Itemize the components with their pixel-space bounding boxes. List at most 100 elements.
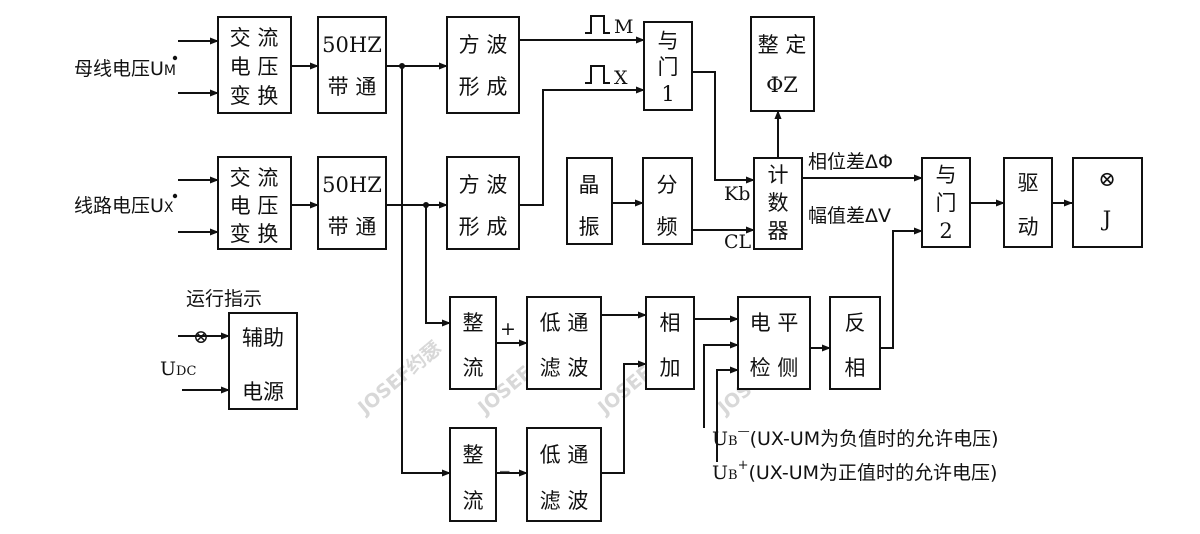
block-text: 相 xyxy=(845,356,866,380)
block-relay: ⊗ J xyxy=(1072,157,1143,248)
block-text: 变 换 xyxy=(230,84,279,108)
block-text: 门 xyxy=(936,191,957,215)
block-text: 整 xyxy=(463,443,484,467)
block-lowpass-pos: 低 通 滤 波 xyxy=(526,296,602,390)
block-text: 方 波 xyxy=(459,173,508,197)
block-text: ΦZ xyxy=(766,73,798,97)
pulse-m-icon xyxy=(585,15,610,34)
plus-sign: + xyxy=(500,318,516,340)
indicator-lamp-icon: ⊗ xyxy=(193,326,209,348)
block-text: 交 流 xyxy=(230,26,279,50)
block-text: 滤 波 xyxy=(540,489,589,513)
block-text: 低 通 xyxy=(540,443,589,467)
wire-ub-plus xyxy=(716,366,739,462)
block-lowpass-neg: 低 通 滤 波 xyxy=(526,427,602,522)
block-aux-power: 辅助 电源 xyxy=(228,312,298,410)
junction-dot xyxy=(423,202,429,208)
block-bandpass-bus: 50HZ 带 通 xyxy=(317,16,387,114)
block-text: 门 xyxy=(658,55,679,79)
phase-diff-label: 相位差ΔΦ xyxy=(808,151,893,173)
block-crystal: 晶 振 xyxy=(566,157,613,245)
wire-ub-minus xyxy=(703,341,739,428)
block-text: 辅助 xyxy=(242,326,284,350)
block-text: 整 定 xyxy=(758,33,807,57)
cl-label: CL xyxy=(724,231,752,253)
block-square-bus: 方 波 形 成 xyxy=(446,16,520,114)
block-text: 检 侧 xyxy=(750,356,799,380)
block-rectifier-neg: 整 流 xyxy=(449,427,497,522)
block-text: 带 通 xyxy=(328,215,377,239)
block-text: 整 xyxy=(463,311,484,335)
block-text: 振 xyxy=(579,215,600,239)
junction-dot xyxy=(399,63,405,69)
relay-icon: ⊗ xyxy=(1098,167,1116,191)
block-text: J xyxy=(1101,207,1111,231)
bus-voltage-label: 母线电压UM xyxy=(74,58,176,80)
block-counter: 计 数 器 xyxy=(753,157,803,250)
line-voltage-label: 线路电压UX xyxy=(74,195,174,217)
block-and-gate-1: 与 门 1 xyxy=(643,21,693,111)
block-text: 流 xyxy=(463,356,484,380)
block-text: 晶 xyxy=(579,173,600,197)
block-and-gate-2: 与 门 2 xyxy=(921,157,971,248)
block-text: 与 xyxy=(936,163,957,187)
block-text: 2 xyxy=(939,219,952,243)
pulse-m-label: M xyxy=(614,16,633,38)
block-text: 计 xyxy=(768,163,789,187)
block-text: 形 成 xyxy=(459,215,508,239)
input-dot xyxy=(172,55,178,61)
run-indicator-label: 运行指示 xyxy=(186,288,262,310)
block-ac-bus: 交 流 电 压 变 换 xyxy=(217,16,292,114)
block-text: 电源 xyxy=(242,380,284,404)
wire-and1-counter xyxy=(692,71,755,184)
wire-lpf-adder-neg xyxy=(601,360,647,474)
block-text: 反 xyxy=(845,311,866,335)
block-text: 形 成 xyxy=(459,75,508,99)
block-text: 驱 xyxy=(1018,171,1039,195)
block-text: 1 xyxy=(661,82,674,106)
ub-plus-label: UB+(UX-UM为正值时的允许电压) xyxy=(712,458,997,484)
block-text: 带 通 xyxy=(328,75,377,99)
block-text: 方 波 xyxy=(459,33,508,57)
ub-minus-label: UB—(UX-UM为负值时的允许电压) xyxy=(712,424,999,450)
block-text: 与 xyxy=(658,29,679,53)
wire-sq-and1-x xyxy=(519,86,645,206)
block-bandpass-line: 50HZ 带 通 xyxy=(317,156,387,250)
block-text: 交 流 xyxy=(230,166,279,190)
pulse-x-icon xyxy=(585,65,610,84)
connection-wires xyxy=(178,15,1142,477)
input-dot xyxy=(172,193,178,199)
wire-line-to-rect-pos xyxy=(425,205,451,327)
watermark: JOSEF约瑟 xyxy=(352,336,446,420)
block-text: 低 通 xyxy=(540,311,589,335)
block-text: 数 xyxy=(768,191,789,215)
block-text: 相 xyxy=(660,311,681,335)
amp-diff-label: 幅值差ΔV xyxy=(808,205,891,227)
block-text: 电 压 xyxy=(230,194,279,218)
wire-bus-to-rect-neg xyxy=(401,66,451,477)
block-level-detect: 电 平 检 侧 xyxy=(737,296,811,390)
block-text: 加 xyxy=(660,356,681,380)
block-text: 变 换 xyxy=(230,222,279,246)
block-divider: 分 频 xyxy=(642,157,693,245)
block-adder: 相 加 xyxy=(645,296,695,390)
block-ac-line: 交 流 电 压 变 换 xyxy=(217,156,292,250)
block-text: 滤 波 xyxy=(540,356,589,380)
block-rectifier-pos: 整 流 xyxy=(449,296,497,390)
block-shaper: 整 定 ΦZ xyxy=(750,16,815,112)
block-text: 50HZ xyxy=(322,173,382,197)
block-inverter: 反 相 xyxy=(829,296,881,390)
block-square-line: 方 波 形 成 xyxy=(446,156,520,250)
wire-amp-diff xyxy=(880,227,923,349)
block-text: 电 压 xyxy=(230,55,279,79)
block-text: 动 xyxy=(1018,215,1039,239)
block-text: 电 平 xyxy=(750,311,799,335)
block-text: 器 xyxy=(768,219,789,243)
pulse-x-label: X xyxy=(614,67,628,89)
block-text: 流 xyxy=(463,489,484,513)
kb-label: Kb xyxy=(724,183,750,205)
block-text: 分 xyxy=(657,173,678,197)
block-driver: 驱 动 xyxy=(1003,157,1053,248)
udc-label: UDC xyxy=(160,358,196,380)
